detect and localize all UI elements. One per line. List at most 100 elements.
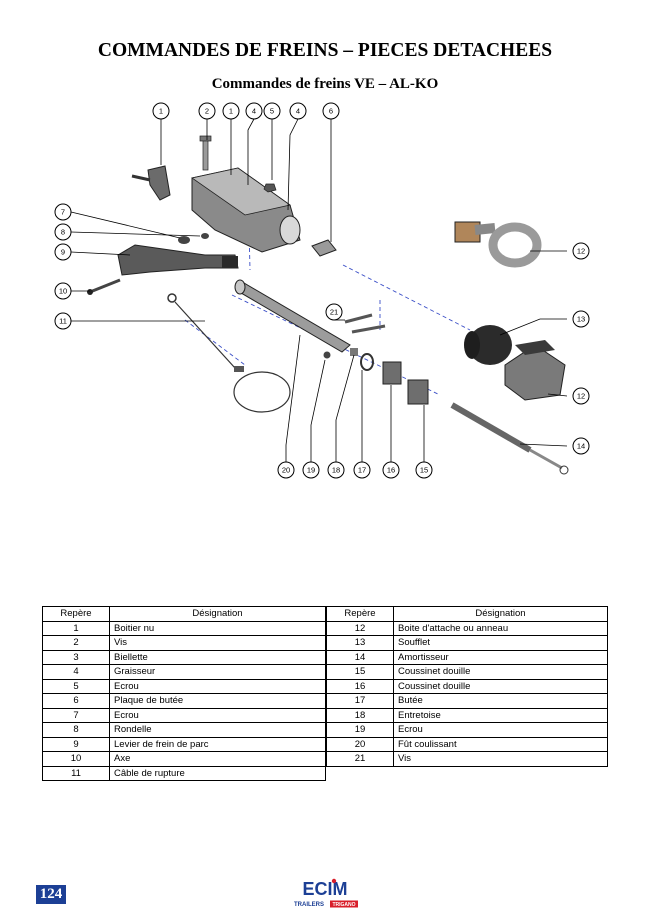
callout-5: 5 xyxy=(263,102,281,120)
designation-cell: Vis xyxy=(109,635,326,651)
callout-4b: 4 xyxy=(289,102,307,120)
callout-11: 11 xyxy=(54,312,72,330)
designation-cell: Plaque de butée xyxy=(109,693,326,709)
callout-16: 16 xyxy=(382,461,400,479)
callout-9: 9 xyxy=(54,243,72,261)
part-link-3 xyxy=(131,165,171,201)
ref-cell: 4 xyxy=(42,664,110,680)
svg-text:9: 9 xyxy=(61,248,65,257)
ref-cell: 13 xyxy=(326,635,394,651)
callout-14: 14 xyxy=(572,437,590,455)
ref-cell: 16 xyxy=(326,678,394,694)
ref-cell: 6 xyxy=(42,693,110,709)
svg-text:19: 19 xyxy=(307,466,315,475)
part-housing xyxy=(191,167,301,253)
svg-text:17: 17 xyxy=(358,466,366,475)
part-nut-5 xyxy=(263,183,277,193)
part-bushing-15 xyxy=(407,379,429,405)
designation-cell: Butée xyxy=(393,693,608,709)
callout-4a: 4 xyxy=(245,102,263,120)
svg-text:5: 5 xyxy=(270,107,274,116)
callout-3: 1 xyxy=(152,102,170,120)
page-title: COMMANDES DE FREINS – PIECES DETACHEES xyxy=(97,40,553,61)
designation-cell: Graisseur xyxy=(109,664,326,680)
ref-cell: 2 xyxy=(42,635,110,651)
designation-cell: Biellette xyxy=(109,649,326,665)
callout-2: 2 xyxy=(198,102,216,120)
callout-10: 10 xyxy=(54,282,72,300)
svg-text:18: 18 xyxy=(332,466,340,475)
part-breakaway-cable-11 xyxy=(167,293,291,413)
page-number-badge: 124 xyxy=(36,885,66,904)
svg-text:7: 7 xyxy=(61,208,65,217)
ref-cell: 5 xyxy=(42,678,110,694)
designation-cell: Levier de frein de parc xyxy=(109,736,326,752)
callout-19: 19 xyxy=(302,461,320,479)
callout-1: 1 xyxy=(222,102,240,120)
svg-text:12: 12 xyxy=(577,392,585,401)
ref-cell: 10 xyxy=(42,751,110,767)
designation-cell: Axe xyxy=(109,751,326,767)
ref-cell: 12 xyxy=(326,620,394,636)
designation-cell: Rondelle xyxy=(109,722,326,738)
callout-13: 13 xyxy=(572,310,590,328)
part-coupling-head-12 xyxy=(504,340,566,401)
callout-12b: 12 xyxy=(572,387,590,405)
svg-text:11: 11 xyxy=(59,317,67,326)
table-header-row: Repère Désignation xyxy=(42,606,326,622)
callout-21: 21 xyxy=(325,303,343,321)
svg-text:21: 21 xyxy=(330,308,338,317)
ref-cell: 21 xyxy=(326,751,394,767)
ref-cell: 19 xyxy=(326,722,394,738)
callout-17: 17 xyxy=(353,461,371,479)
svg-text:2: 2 xyxy=(205,107,209,116)
ref-cell: 11 xyxy=(42,765,110,781)
svg-text:4: 4 xyxy=(252,107,256,116)
part-bellows-13 xyxy=(464,325,512,365)
svg-text:8: 8 xyxy=(61,228,65,237)
svg-text:12: 12 xyxy=(577,247,585,256)
callout-12a: 12 xyxy=(572,242,590,260)
svg-text:10: 10 xyxy=(59,287,67,296)
table-header-row: Repère Désignation xyxy=(326,606,608,622)
ecim-logo: ECIM TRAILERS TRIGANO xyxy=(294,878,358,908)
ref-cell: 1 xyxy=(42,620,110,636)
part-stop-plate-6 xyxy=(311,239,337,257)
exploded-parts-diagram: 1 2 1 4 5 4 6 7 8 9 10 11 12 13 12 14 21… xyxy=(54,102,590,479)
svg-text:14: 14 xyxy=(577,442,585,451)
col-ref-header: Repère xyxy=(326,606,394,622)
designation-cell: Vis xyxy=(393,751,608,767)
logo-sub: TRAILERS xyxy=(294,902,324,908)
col-ref-header: Repère xyxy=(42,606,110,622)
part-stop-17 xyxy=(360,353,374,371)
designation-cell: Câble de rupture xyxy=(109,765,326,781)
svg-text:16: 16 xyxy=(387,466,395,475)
part-axle-10 xyxy=(87,278,121,295)
ref-cell: 18 xyxy=(326,707,394,723)
ref-cell: 7 xyxy=(42,707,110,723)
part-spacer-18 xyxy=(350,348,358,356)
svg-text:20: 20 xyxy=(282,466,290,475)
ref-cell: 17 xyxy=(326,693,394,709)
designation-cell: Boite d'attache ou anneau xyxy=(393,620,608,636)
part-nut-19 xyxy=(323,351,331,359)
page-subtitle: Commandes de freins VE – AL-KO xyxy=(211,76,439,92)
logo-text: ECIM xyxy=(303,879,348,899)
callout-20: 20 xyxy=(277,461,295,479)
